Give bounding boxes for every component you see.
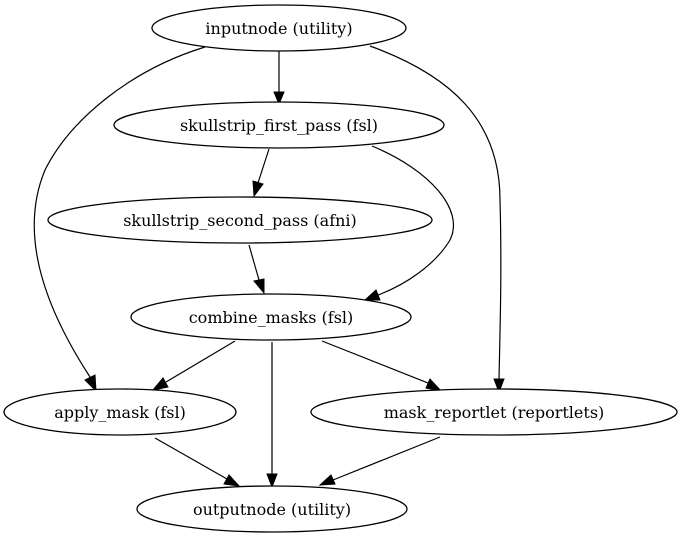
node-skullstrip-second-pass[interactable]: skullstrip_second_pass (afni) xyxy=(47,196,433,244)
edge-combine-masks-apply-mask xyxy=(151,340,236,391)
node-label: skullstrip_first_pass (fsl) xyxy=(180,116,378,135)
node-inputnode[interactable]: inputnode (utility) xyxy=(151,4,407,52)
edge-inputnode-mask-reportlet xyxy=(369,45,505,394)
node-mask-reportlet[interactable]: mask_reportlet (reportlets) xyxy=(310,388,678,436)
edge-combine-masks-mask-reportlet xyxy=(321,340,443,392)
node-label: inputnode (utility) xyxy=(205,19,352,38)
edge-inputnode-apply-mask xyxy=(33,46,206,393)
node-apply-mask[interactable]: apply_mask (fsl) xyxy=(3,388,237,436)
node-label: outputnode (utility) xyxy=(193,500,351,519)
edge-apply-mask-outputnode xyxy=(154,437,241,487)
node-skullstrip-first-pass[interactable]: skullstrip_first_pass (fsl) xyxy=(113,101,445,149)
node-label: mask_reportlet (reportlets) xyxy=(384,403,605,422)
edge-inputnode-skullstrip-first-pass xyxy=(273,51,285,106)
node-label: combine_masks (fsl) xyxy=(189,308,354,327)
node-outputnode[interactable]: outputnode (utility) xyxy=(136,485,408,533)
edge-skullstrip-first-pass-skullstrip-second-pass xyxy=(252,148,270,198)
node-combine-masks[interactable]: combine_masks (fsl) xyxy=(130,293,412,341)
edge-mask-reportlet-outputnode xyxy=(318,436,441,486)
edge-skullstrip-second-pass-combine-masks xyxy=(248,244,265,295)
edge-combine-masks-outputnode xyxy=(266,342,278,489)
node-label: skullstrip_second_pass (afni) xyxy=(123,211,357,230)
node-label: apply_mask (fsl) xyxy=(54,403,186,422)
edge-skullstrip-first-pass-combine-masks xyxy=(363,145,455,301)
